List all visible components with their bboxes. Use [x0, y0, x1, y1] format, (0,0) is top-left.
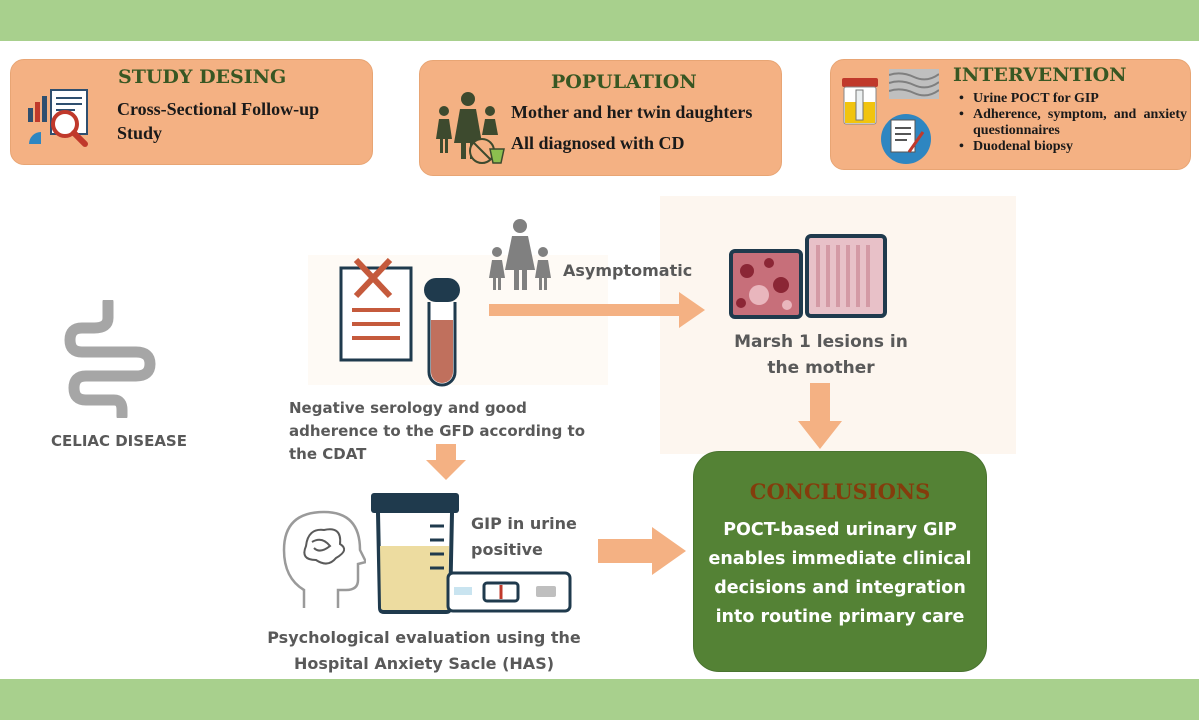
gip-label: GIP in urine positive — [471, 514, 577, 559]
population-line1: Mother and her twin daughters — [511, 102, 753, 122]
arrow-down — [426, 444, 466, 480]
family-icon — [436, 92, 505, 164]
questionnaire-icon — [881, 114, 931, 164]
study-design-card: STUDY DESING Cross-Sectional Follow-up S… — [10, 59, 373, 165]
blood-tube-icon — [424, 278, 460, 387]
population-card: POPULATION Mother and her twin daughters… — [419, 60, 782, 176]
anxiety-head-icon — [282, 510, 366, 608]
arrow-right — [489, 292, 705, 328]
bottom-band — [0, 679, 1199, 720]
population-title: POPULATION — [551, 71, 697, 93]
marsh-label: Marsh 1 lesions in the mother — [734, 332, 908, 378]
intervention-item: Urine POCT for GIP — [957, 91, 1187, 107]
rejected-clipboard-icon — [339, 258, 413, 362]
biopsy-tissue-image — [805, 234, 887, 318]
intervention-title: INTERVENTION — [953, 64, 1127, 86]
intestine-icon — [64, 300, 156, 418]
intervention-item: Duodenal biopsy — [957, 139, 1187, 155]
population-line2: All diagnosed with CD — [511, 133, 685, 153]
serology-label: Negative serology and good adherence to … — [289, 399, 586, 463]
conclusions-text: POCT-based urinary GIP enables immediate… — [708, 520, 972, 627]
arrow-right — [598, 527, 686, 575]
data-analysis-icon — [28, 89, 88, 147]
urine-sample-icon — [842, 78, 878, 125]
psych-label: Psychological evaluation using the Hospi… — [267, 628, 581, 673]
test-strip-icon — [446, 571, 572, 613]
asymptomatic-label: Asymptomatic — [563, 261, 693, 280]
biopsy-texture-icon — [889, 69, 939, 99]
family-silhouette-icon — [489, 219, 551, 290]
biopsy-lesion-image — [729, 249, 803, 319]
intervention-list: Urine POCT for GIP Adherence, symptom, a… — [957, 91, 1187, 155]
study-design-title: STUDY DESING — [118, 66, 287, 88]
top-band — [0, 0, 1199, 41]
urine-cup-icon — [371, 493, 459, 614]
conclusions-box: CONCLUSIONS POCT-based urinary GIP enabl… — [693, 451, 987, 672]
study-design-text: Cross-Sectional Follow-up Study — [117, 99, 320, 143]
intervention-card: INTERVENTION Urine POCT for GIP Adherenc… — [830, 59, 1191, 170]
arrow-down — [798, 383, 842, 449]
conclusions-title: CONCLUSIONS — [749, 479, 931, 504]
intervention-item: Adherence, symptom, and anxiety question… — [957, 107, 1187, 139]
celiac-label: CELIAC DISEASE — [51, 432, 187, 450]
gip-label-backdrop — [460, 506, 600, 564]
